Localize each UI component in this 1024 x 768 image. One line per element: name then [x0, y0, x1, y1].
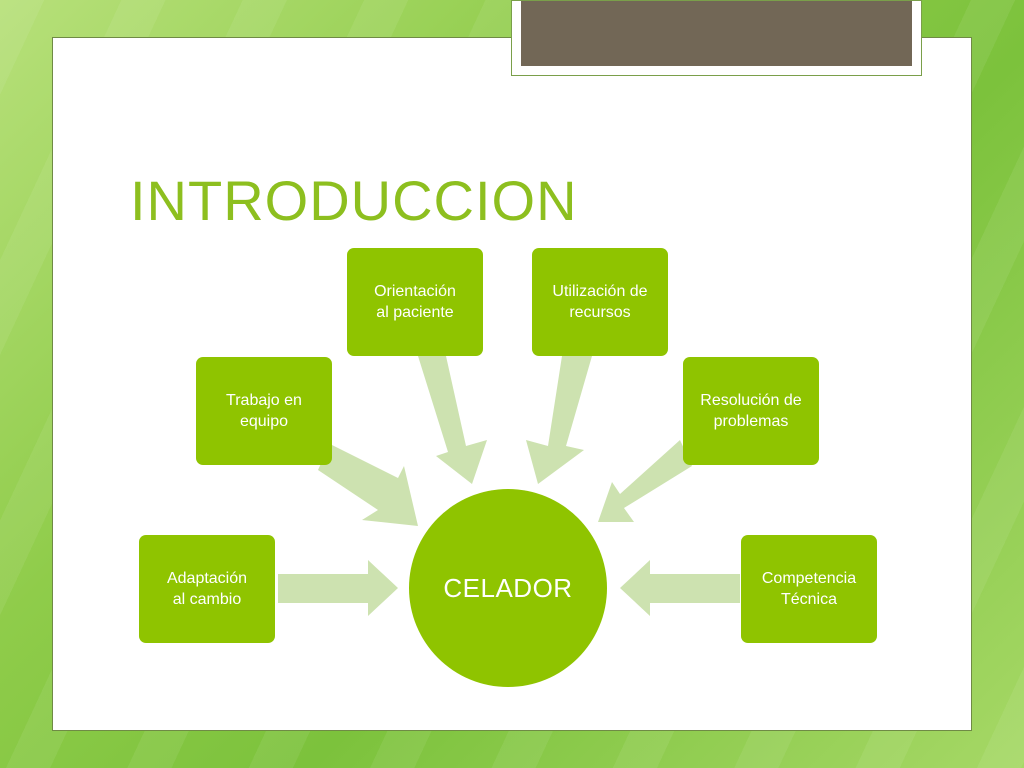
arrow-trabajo — [318, 444, 418, 526]
node-label: Orientación al paciente — [374, 283, 456, 321]
center-label: CELADOR — [443, 572, 573, 603]
node-competencia: Competencia Técnica — [741, 535, 877, 643]
node-label: Utilización de recursos — [552, 283, 648, 321]
arrow-orientacion — [418, 356, 487, 484]
node-resolucion: Resolución de problemas — [683, 357, 819, 465]
node-label: Resolución de problemas — [700, 392, 802, 430]
arrow-adaptacion — [278, 560, 398, 616]
arrow-competencia — [620, 560, 740, 616]
node-trabajo: Trabajo en equipo — [196, 357, 332, 465]
title-tab — [511, 0, 922, 76]
arrow-utilizacion — [526, 356, 592, 484]
node-label: Trabajo en equipo — [226, 392, 302, 430]
node-utilizacion: Utilización de recursos — [532, 248, 668, 356]
arrow-resolucion — [598, 440, 692, 522]
node-orientacion: Orientación al paciente — [347, 248, 483, 356]
slide-title: INTRODUCCION — [130, 169, 578, 232]
center-node-celador: CELADOR — [409, 489, 607, 687]
node-label: Adaptación al cambio — [166, 570, 248, 608]
node-adaptacion: Adaptación al cambio — [139, 535, 275, 643]
node-label: Competencia Técnica — [761, 570, 857, 608]
title-tab-inner — [521, 1, 912, 66]
